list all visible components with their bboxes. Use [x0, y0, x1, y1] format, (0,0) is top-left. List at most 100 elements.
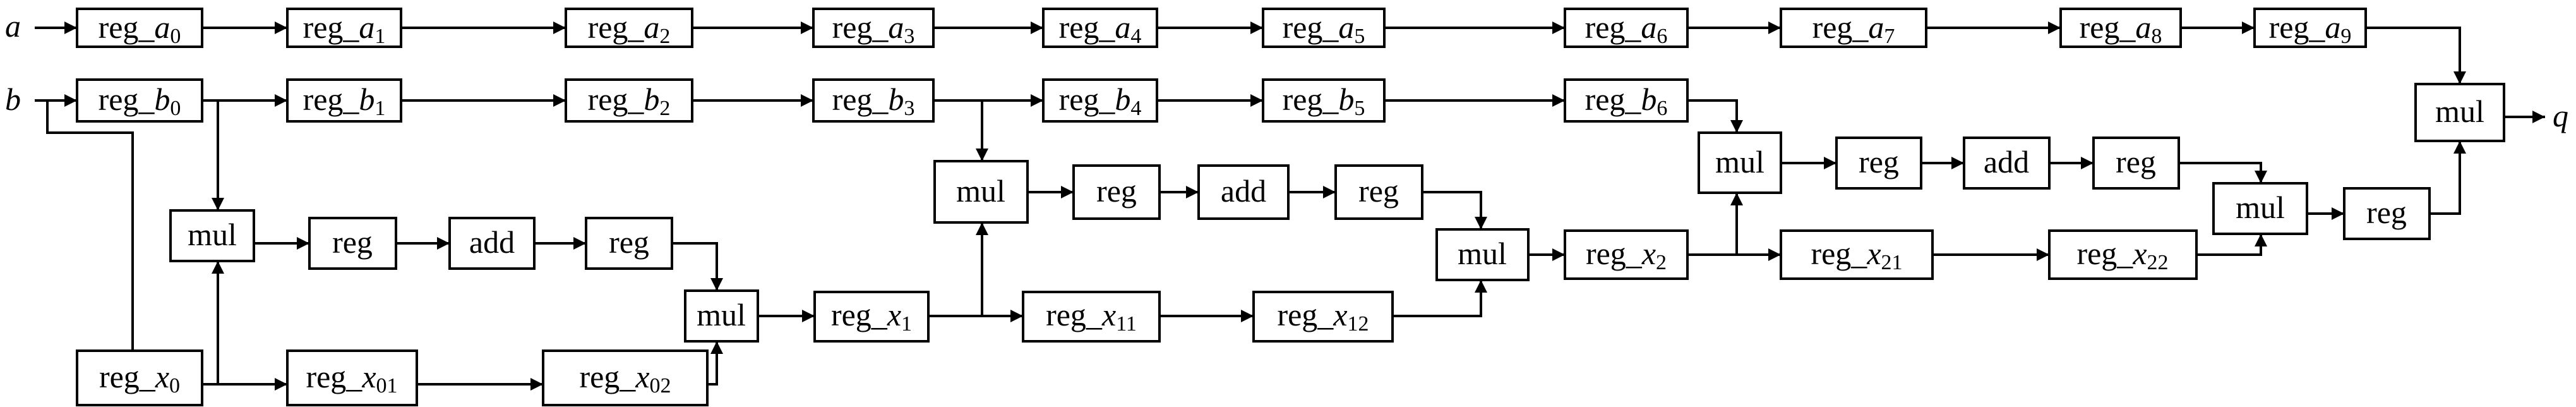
reg-x11: reg_x11 — [1022, 291, 1161, 343]
mul-block-3: mul — [1435, 228, 1530, 281]
svg-text:reg_b1: reg_b1 — [303, 82, 386, 120]
reg-a6: reg_a6 — [1564, 8, 1689, 48]
add-block-0: add — [448, 217, 536, 270]
svg-text:reg: reg — [332, 224, 373, 260]
svg-text:mul: mul — [956, 173, 1005, 209]
wire-reg-mul5 — [2179, 162, 2267, 183]
reg-b3: reg_b3 — [812, 78, 935, 123]
svg-text:reg: reg — [609, 224, 649, 260]
svg-text:reg_x21: reg_x21 — [1811, 236, 1902, 274]
svg-text:mul: mul — [1458, 236, 1507, 271]
reg-a0: reg_a0 — [76, 8, 203, 48]
reg-b1: reg_b1 — [286, 78, 402, 123]
input-b-label: b — [5, 82, 21, 117]
reg-x02: reg_x02 — [542, 349, 709, 406]
wire-x12-mul3 — [1393, 280, 1487, 317]
reg-a9: reg_a9 — [2253, 8, 2367, 48]
wire-reg-mul3 — [1422, 191, 1487, 229]
reg-b6: reg_b6 — [1564, 78, 1689, 123]
reg-block-1b: reg — [1334, 164, 1423, 220]
reg-block-2b: reg — [2092, 137, 2180, 190]
svg-text:reg_x22: reg_x22 — [2076, 236, 2168, 274]
wire-b-to-x0 — [46, 100, 134, 351]
svg-text:add: add — [469, 224, 515, 260]
add-block-1: add — [1197, 164, 1290, 220]
reg-a8: reg_a8 — [2059, 8, 2182, 48]
input-a-label: a — [5, 8, 21, 44]
svg-text:reg_b0: reg_b0 — [99, 82, 181, 120]
wires — [35, 21, 2545, 391]
svg-text:reg_b3: reg_b3 — [832, 82, 915, 120]
svg-text:reg_b5: reg_b5 — [1283, 82, 1365, 120]
svg-text:add: add — [1221, 173, 1266, 209]
reg-b0: reg_b0 — [76, 78, 203, 123]
reg-block-0b: reg — [585, 217, 673, 270]
reg-b5: reg_b5 — [1262, 78, 1386, 123]
svg-text:reg_a8: reg_a8 — [2080, 9, 2162, 48]
svg-text:mul: mul — [1715, 144, 1764, 179]
svg-text:reg_a6: reg_a6 — [1585, 9, 1668, 48]
svg-text:reg: reg — [1096, 173, 1137, 209]
svg-text:reg_a2: reg_a2 — [588, 9, 671, 48]
svg-text:mul: mul — [697, 297, 746, 332]
svg-text:reg_a9: reg_a9 — [2269, 9, 2352, 48]
svg-text:reg_a1: reg_a1 — [303, 9, 386, 48]
svg-text:reg_a3: reg_a3 — [832, 9, 915, 48]
reg-block-2a: reg — [1835, 137, 1922, 190]
svg-text:reg: reg — [1859, 144, 1899, 179]
reg-b4: reg_b4 — [1042, 78, 1158, 123]
wire-a9-mulfinal — [2366, 27, 2466, 84]
reg-x21: reg_x21 — [1780, 229, 1934, 280]
reg-block-3: reg — [2343, 187, 2431, 240]
mul-block-final: mul — [2414, 83, 2505, 142]
svg-text:reg_a4: reg_a4 — [1059, 9, 1142, 48]
wire-reg-mul1 — [672, 242, 723, 291]
svg-text:reg_a7: reg_a7 — [1812, 9, 1895, 48]
svg-text:mul: mul — [2435, 94, 2484, 129]
reg-x01: reg_x01 — [286, 349, 418, 406]
reg-block-1a: reg — [1072, 164, 1161, 220]
wire-x02-mul1 — [707, 341, 723, 386]
svg-text:reg_x2: reg_x2 — [1586, 236, 1667, 274]
svg-text:reg_x0: reg_x0 — [99, 359, 180, 398]
wire-b6-mul3 — [1687, 99, 1743, 133]
svg-text:reg: reg — [2366, 195, 2407, 230]
mul-block-4: mul — [1698, 131, 1782, 194]
svg-text:reg_x11: reg_x11 — [1046, 297, 1137, 336]
reg-x1: reg_x1 — [813, 291, 930, 343]
svg-text:reg_a5: reg_a5 — [1283, 9, 1365, 48]
svg-text:add: add — [1984, 144, 2029, 179]
reg-x12: reg_x12 — [1252, 291, 1394, 343]
svg-text:reg_b4: reg_b4 — [1059, 82, 1142, 120]
reg-x2: reg_x2 — [1564, 229, 1689, 280]
svg-text:reg: reg — [2116, 144, 2156, 179]
svg-text:reg_b2: reg_b2 — [588, 82, 671, 120]
wire-reg-mulfinal — [2429, 141, 2466, 215]
mul-block-1: mul — [684, 289, 759, 343]
wire-b0-mul0 — [202, 99, 224, 210]
reg-a1: reg_a1 — [286, 8, 402, 48]
svg-text:reg_x02: reg_x02 — [579, 359, 671, 398]
reg-a4: reg_a4 — [1042, 8, 1158, 48]
reg-a7: reg_a7 — [1780, 8, 1927, 48]
svg-text:reg_x12: reg_x12 — [1277, 297, 1369, 336]
svg-text:reg: reg — [1358, 173, 1399, 209]
mul-block-0: mul — [169, 209, 255, 262]
reg-block-0a: reg — [308, 217, 397, 270]
mul-block-2: mul — [933, 160, 1029, 224]
svg-text:reg_x01: reg_x01 — [306, 359, 397, 398]
reg-b2: reg_b2 — [565, 78, 693, 123]
svg-text:reg_a0: reg_a0 — [99, 9, 181, 48]
reg-x0: reg_x0 — [76, 349, 203, 406]
add-block-2: add — [1963, 137, 2051, 190]
svg-text:mul: mul — [188, 217, 237, 252]
svg-text:mul: mul — [2236, 190, 2285, 225]
reg-a2: reg_a2 — [565, 8, 693, 48]
reg-x22: reg_x22 — [2048, 229, 2198, 280]
svg-text:reg_x1: reg_x1 — [831, 297, 912, 336]
wire-x22-mul5 — [2196, 234, 2267, 256]
reg-a5: reg_a5 — [1262, 8, 1386, 48]
mul-block-5: mul — [2212, 182, 2308, 235]
wire-b3-mul2 — [933, 99, 988, 161]
